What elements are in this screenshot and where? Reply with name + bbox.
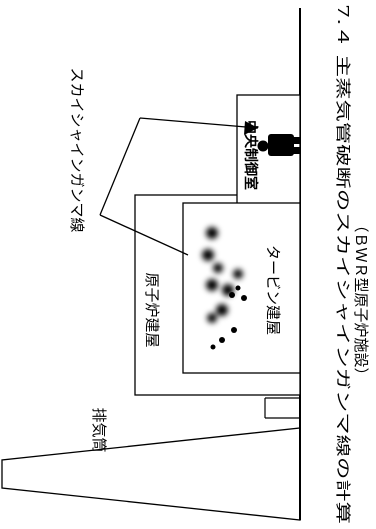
particle-dot	[229, 292, 235, 298]
cloud-blob	[202, 249, 214, 261]
particle-dot	[241, 295, 247, 301]
radioactive-cloud	[202, 227, 243, 323]
figure-caption-subtitle: （ＢＷＲ型原子炉施設）	[352, 217, 370, 382]
particle-dot	[231, 327, 237, 333]
radioactive-particles	[210, 285, 247, 350]
figure-caption: 7.４ 主蒸気管破断のスカイシャインガンマ線の計算	[334, 4, 352, 524]
particle-dot	[219, 337, 225, 343]
cloud-blob	[206, 279, 218, 291]
control-room-label: 中央制御室	[242, 120, 259, 190]
turbine-building	[182, 202, 301, 374]
reactor-building-label: 原子炉建屋	[143, 272, 161, 347]
person-icon	[257, 134, 300, 156]
particle-dot	[235, 285, 241, 291]
particle-dot	[210, 344, 216, 350]
skyshine-arrows	[99, 117, 259, 256]
cloud-blob	[233, 269, 243, 279]
turbine-building-label: タービン建屋	[264, 245, 282, 335]
exhaust-stack	[1, 427, 301, 521]
cloud-blob	[207, 313, 217, 323]
skyshine-label: スカイシャインガンマ線	[68, 67, 86, 232]
cloud-blob	[216, 304, 228, 316]
arrow-head	[244, 121, 258, 135]
cloud-blob	[213, 263, 223, 273]
exhaust-stack-label: 排気筒	[90, 407, 108, 452]
cloud-blob	[206, 227, 218, 239]
